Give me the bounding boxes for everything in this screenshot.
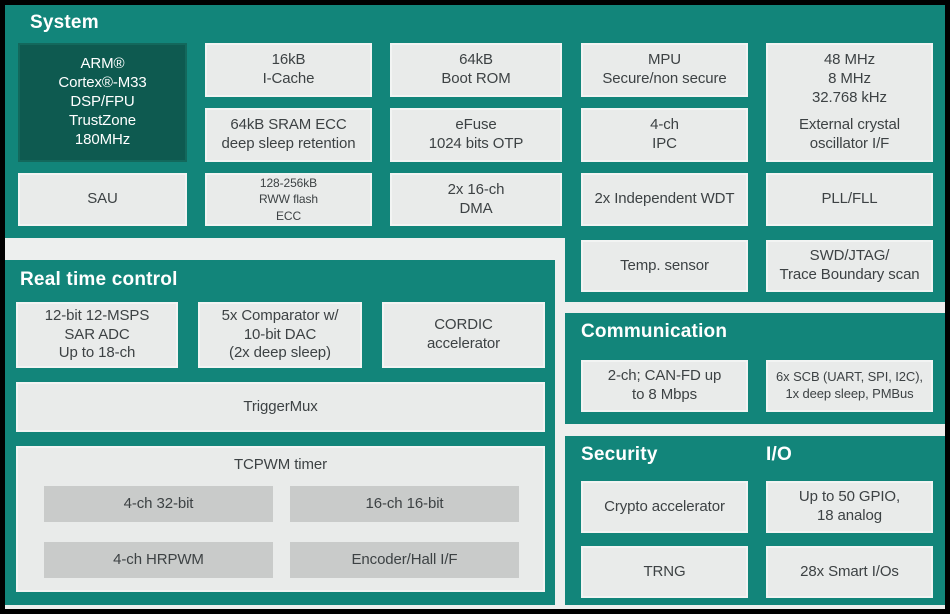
block-tcpwm-hrpwm: 4-ch HRPWM (44, 542, 273, 578)
block-dma: 2x 16-ch DMA (390, 173, 562, 226)
block-encoder-hall-if: Encoder/Hall I/F (290, 542, 519, 578)
block-temp-sensor: Temp. sensor (581, 240, 748, 292)
block-swd-jtag-trace: SWD/JTAG/ Trace Boundary scan (766, 240, 933, 292)
block-crypto-accelerator: Crypto accelerator (581, 481, 748, 533)
block-smart-io: 28x Smart I/Os (766, 546, 933, 598)
block-tcpwm-16ch-16bit: 16-ch 16-bit (290, 486, 519, 522)
block-cordic-accelerator: CORDIC accelerator (382, 302, 545, 368)
block-tcpwm-4ch-32bit: 4-ch 32-bit (44, 486, 273, 522)
block-sar-adc: 12-bit 12-MSPS SAR ADC Up to 18-ch (16, 302, 178, 368)
realtime-control-section-title: Real time control (20, 269, 178, 290)
block-boot-rom: 64kB Boot ROM (390, 43, 562, 97)
block-ipc: 4-ch IPC (581, 108, 748, 162)
block-mpu: MPU Secure/non secure (581, 43, 748, 97)
block-watchdog-timers: 2x Independent WDT (581, 173, 748, 226)
block-gpio: Up to 50 GPIO, 18 analog (766, 481, 933, 533)
block-rww-flash: 128-256kB RWW flash ECC (205, 173, 372, 226)
communication-section-title: Communication (581, 321, 728, 342)
crystal-oscillator-label: External crystal oscillator I/F (799, 116, 900, 153)
block-sau: SAU (18, 173, 187, 226)
block-scb: 6x SCB (UART, SPI, I2C), 1x deep sleep, … (766, 360, 933, 412)
block-triggermux: TriggerMux (16, 382, 545, 432)
block-icache: 16kB I-Cache (205, 43, 372, 97)
block-can-fd: 2-ch; CAN-FD up to 8 Mbps (581, 360, 748, 412)
io-section-title: I/O (766, 444, 792, 465)
block-sram: 64kB SRAM ECC deep sleep retention (205, 108, 372, 162)
block-trng: TRNG (581, 546, 748, 598)
block-arm-cortex-m33-core: ARM® Cortex®-M33 DSP/FPU TrustZone 180MH… (18, 43, 187, 162)
block-comparator-dac: 5x Comparator w/ 10-bit DAC (2x deep sle… (198, 302, 362, 368)
block-external-crystal-oscillator: 48 MHz 8 MHz 32.768 kHz External crystal… (766, 43, 933, 162)
system-section-title: System (30, 12, 99, 33)
block-pll-fll: PLL/FLL (766, 173, 933, 226)
security-section-title: Security (581, 444, 658, 465)
crystal-frequencies: 48 MHz 8 MHz 32.768 kHz (812, 50, 887, 106)
tcpwm-timer-label: TCPWM timer (233, 456, 328, 473)
block-efuse-otp: eFuse 1024 bits OTP (390, 108, 562, 162)
